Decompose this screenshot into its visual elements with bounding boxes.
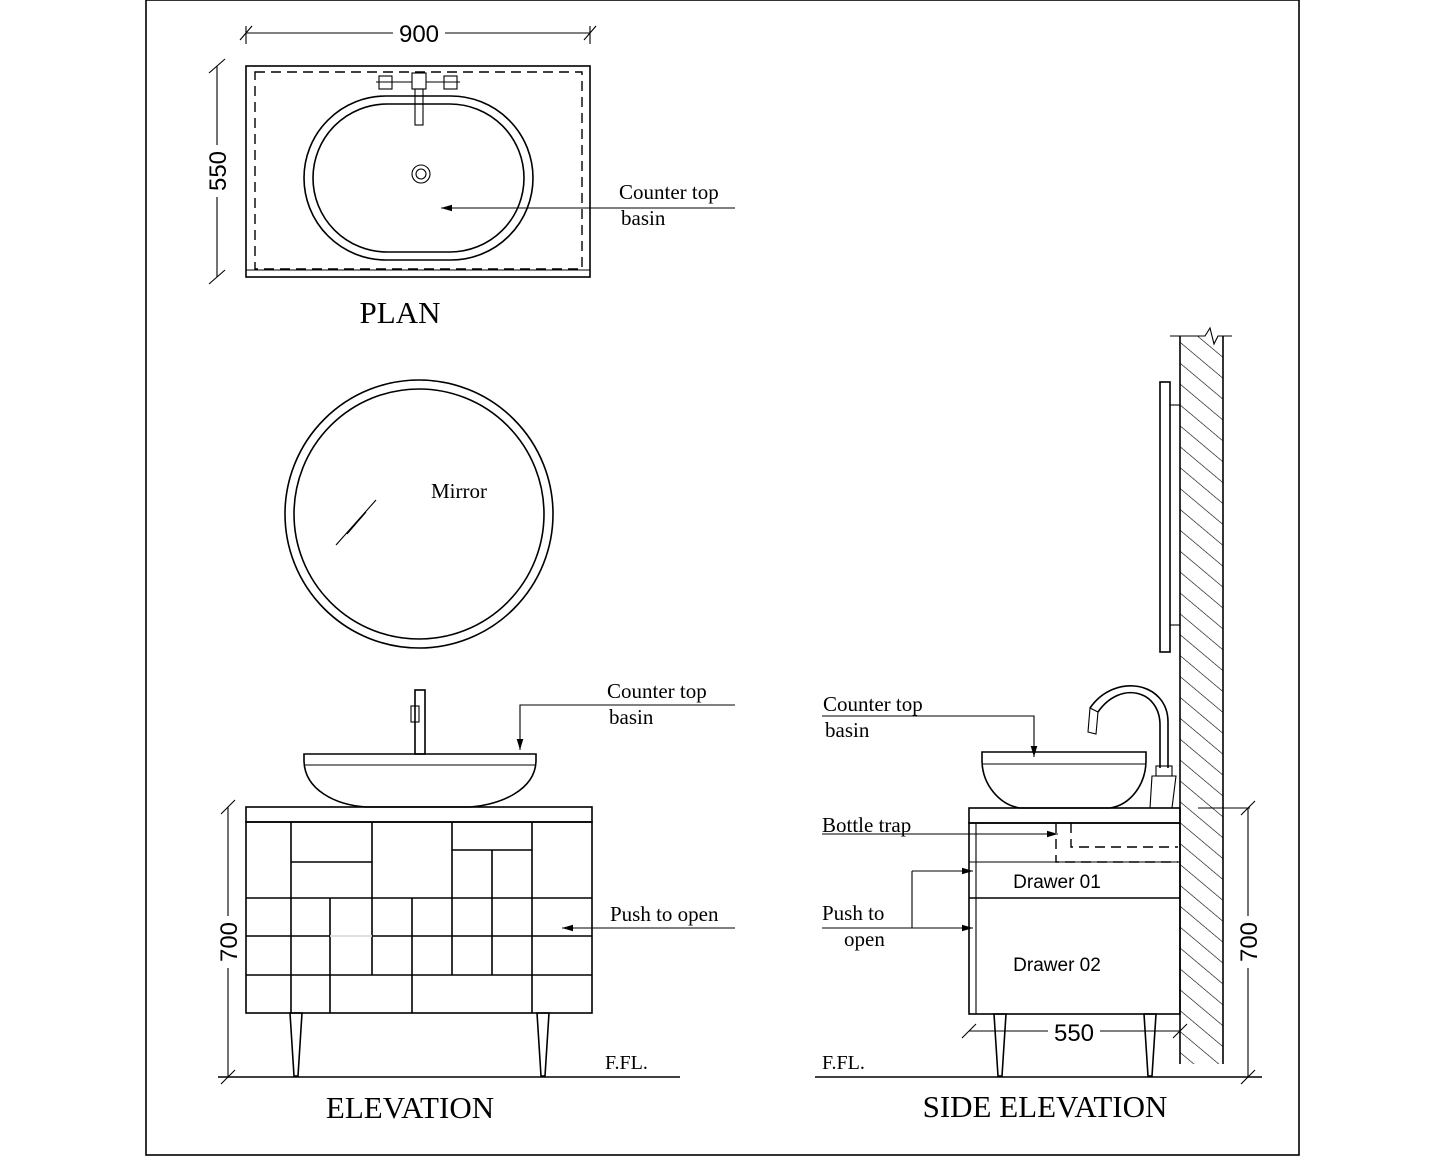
wall-hatch	[1180, 336, 1223, 1064]
cabinet-panel-pattern	[246, 822, 592, 1013]
mirror-view: Mirror	[284, 379, 554, 649]
plan-basin-inner	[312, 103, 525, 253]
sheet-border	[145, 0, 1300, 1156]
elevation-ffl-label: F.FL.	[605, 1052, 648, 1074]
mirror-outer-ring	[284, 379, 554, 649]
side-basin	[981, 751, 1147, 809]
faucet-icon	[376, 72, 460, 126]
side-mirror	[1159, 381, 1171, 653]
elevation-push-to-open-label: Push to open	[610, 902, 719, 926]
side-faucet-icon	[1087, 685, 1177, 809]
side-elevation-view: Drawer 01 Drawer 02 F.FL. 550 700 Counte…	[815, 326, 1264, 1124]
elevation-counter-top-label: Counter top	[607, 679, 707, 703]
elevation-cabinet	[245, 821, 593, 1014]
side-ffl-label: F.FL.	[822, 1052, 865, 1074]
side-counter-top-label: Counter top	[823, 692, 923, 716]
elevation-leg-right	[536, 1012, 550, 1077]
elevation-faucet-icon	[410, 689, 426, 755]
plan-title: PLAN	[360, 295, 441, 330]
plan-counter-outline	[245, 65, 591, 278]
side-elevation-title: SIDE ELEVATION	[923, 1089, 1168, 1124]
front-elevation-view: F.FL. 700 Counter top basin Push to open…	[212, 679, 735, 1125]
mirror-label: Mirror	[431, 479, 487, 503]
plan-depth-dimension: 550	[202, 58, 232, 285]
mirror-inner-ring	[293, 388, 545, 640]
elevation-height-value: 700	[216, 922, 243, 962]
wall-break-line	[1170, 326, 1232, 346]
elevation-leg-left	[289, 1012, 303, 1077]
drain-icon	[411, 164, 431, 184]
side-height-value: 700	[1236, 922, 1263, 962]
side-counter-top	[968, 807, 1181, 824]
plan-width-value: 900	[399, 21, 439, 48]
elevation-basin	[303, 753, 537, 808]
plan-basin-outer	[303, 95, 534, 261]
plan-view: 900 550 Counter	[202, 20, 735, 330]
side-open-label: open	[844, 927, 885, 951]
plan-depth-value: 550	[205, 151, 232, 191]
plan-cabinet-hidden-line	[254, 71, 583, 270]
drawer-01-label: Drawer 01	[1013, 872, 1101, 893]
side-cabinet	[968, 822, 1181, 1015]
side-leg-front	[993, 1013, 1007, 1077]
elevation-height-dimension: 700	[212, 799, 244, 1085]
plan-width-dimension: 900	[239, 20, 597, 48]
mirror-reflection-icon	[335, 499, 377, 546]
elevation-title: ELEVATION	[326, 1090, 494, 1125]
bottle-trap-hidden-line	[1055, 823, 1178, 863]
elevation-counter-top	[245, 806, 593, 823]
bottle-trap-label: Bottle trap	[822, 813, 911, 837]
side-basin-label: basin	[825, 718, 870, 742]
side-depth-value: 550	[1054, 1020, 1094, 1047]
plan-basin-label: basin	[621, 206, 666, 230]
elevation-basin-label: basin	[609, 705, 654, 729]
plan-counter-top-label: Counter top	[619, 180, 719, 204]
side-push-to-label: Push to	[822, 901, 884, 925]
drawer-02-label: Drawer 02	[1013, 955, 1101, 976]
side-height-dimension: 700	[1198, 800, 1264, 1085]
side-depth-dimension: 550	[961, 1018, 1188, 1047]
side-leg-back	[1143, 1013, 1157, 1077]
